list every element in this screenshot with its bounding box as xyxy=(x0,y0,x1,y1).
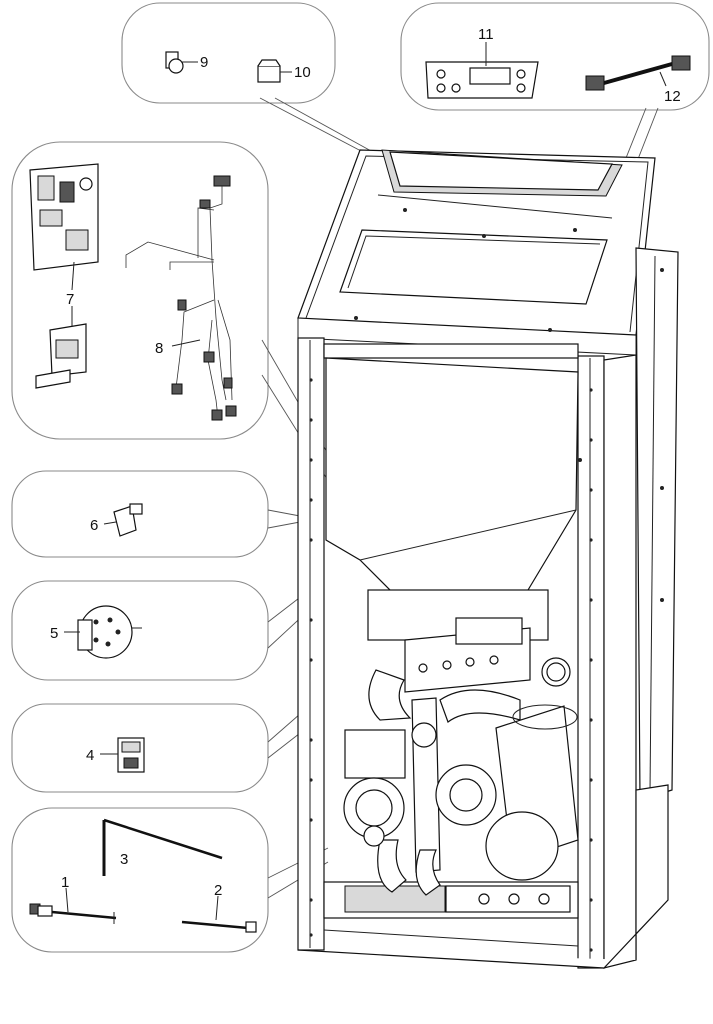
callout-label-11: 11 xyxy=(478,26,494,43)
callout-bubble-sensors xyxy=(11,807,269,953)
part-10-sensor xyxy=(257,59,292,83)
part-12-cable xyxy=(585,55,691,91)
callout-bubble-part-5 xyxy=(11,580,269,681)
callout-label-1: 1 xyxy=(61,874,69,891)
callout-bubble-top-center xyxy=(121,2,336,104)
callout-label-8: 8 xyxy=(155,340,163,357)
expansion-vessel xyxy=(485,704,579,881)
circulation-pump xyxy=(343,722,497,847)
boiler-cabinet-frame xyxy=(297,149,679,969)
callout-label-6: 6 xyxy=(90,517,98,534)
callout-label-10: 10 xyxy=(294,64,311,81)
part-4-power-inlet xyxy=(100,737,145,773)
part-7-control-board xyxy=(29,163,99,389)
callout-label-9: 9 xyxy=(200,54,208,71)
callout-label-2: 2 xyxy=(214,882,222,899)
part-2-sensor-probe xyxy=(181,895,257,933)
pellet-hopper xyxy=(325,357,579,621)
part-9-thermostat xyxy=(165,51,198,74)
callout-label-12: 12 xyxy=(664,88,681,105)
part-5-pressure-switch xyxy=(64,605,142,659)
burner-assembly xyxy=(367,589,571,693)
callout-label-4: 4 xyxy=(86,747,94,764)
callout-label-5: 5 xyxy=(50,625,58,642)
part-6-switch xyxy=(103,503,143,537)
callout-label-7: 7 xyxy=(66,291,74,308)
part-1-temperature-probe xyxy=(29,887,117,924)
part-8-wiring-harness xyxy=(125,175,237,421)
callout-label-3: 3 xyxy=(120,851,128,868)
part-11-control-panel xyxy=(425,42,539,99)
part-3-probe-rod xyxy=(102,818,223,876)
water-pipes xyxy=(368,669,521,896)
